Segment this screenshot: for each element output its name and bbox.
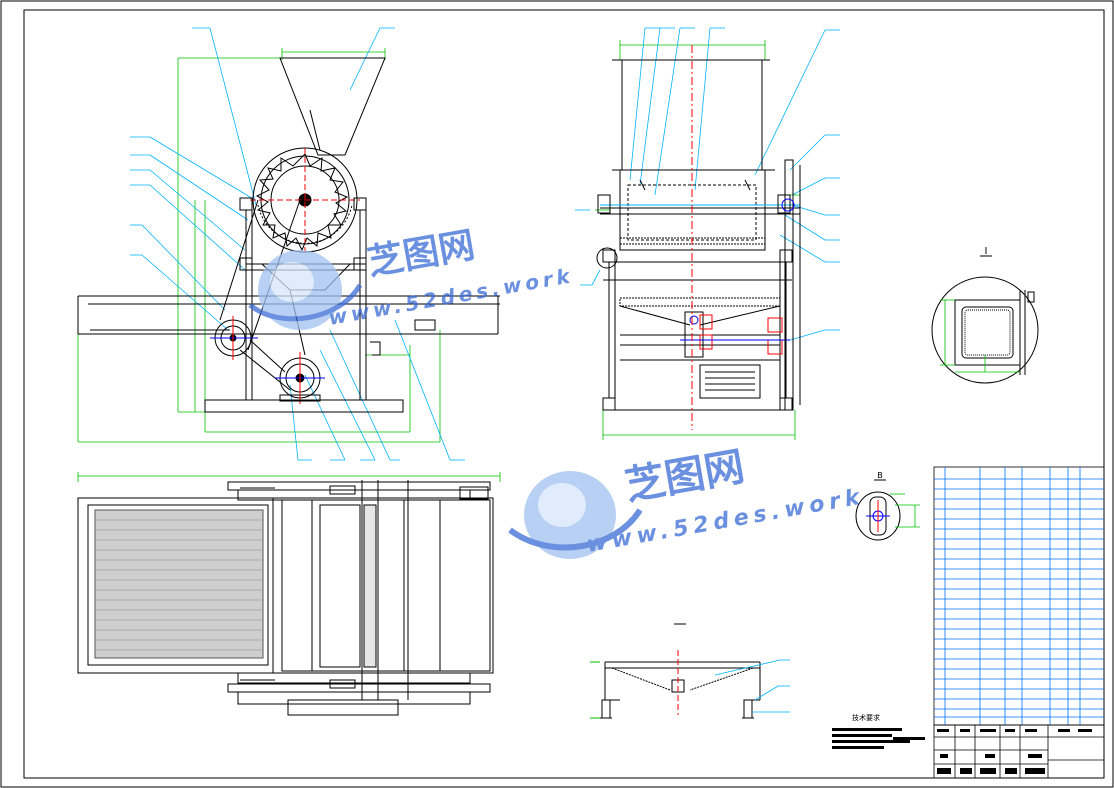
- side-view: [575, 27, 840, 440]
- detail-label-top: I: [985, 246, 988, 257]
- front-view: [77, 27, 500, 461]
- tech-req-title: 技术要求: [852, 713, 880, 722]
- watermark-brand-upper: 芝图网: [364, 225, 477, 284]
- detail-view-i: I: [931, 246, 1039, 384]
- watermark-upper: 芝图网 www.52des.work: [248, 225, 576, 330]
- watermark-url-upper: www.52des.work: [327, 263, 576, 330]
- watermark-brand-lower: 芝图网: [622, 444, 748, 510]
- top-view: [77, 472, 501, 716]
- title-block: [933, 466, 1105, 779]
- inner-frame: [23, 9, 1105, 779]
- watermark-lower: 芝图网 www.52des.work: [508, 444, 866, 559]
- detail-label-mid: B: [877, 471, 883, 480]
- technical-requirements: 技术要求: [832, 713, 925, 749]
- detail-view-b: B: [855, 471, 920, 541]
- section-view: [590, 623, 790, 719]
